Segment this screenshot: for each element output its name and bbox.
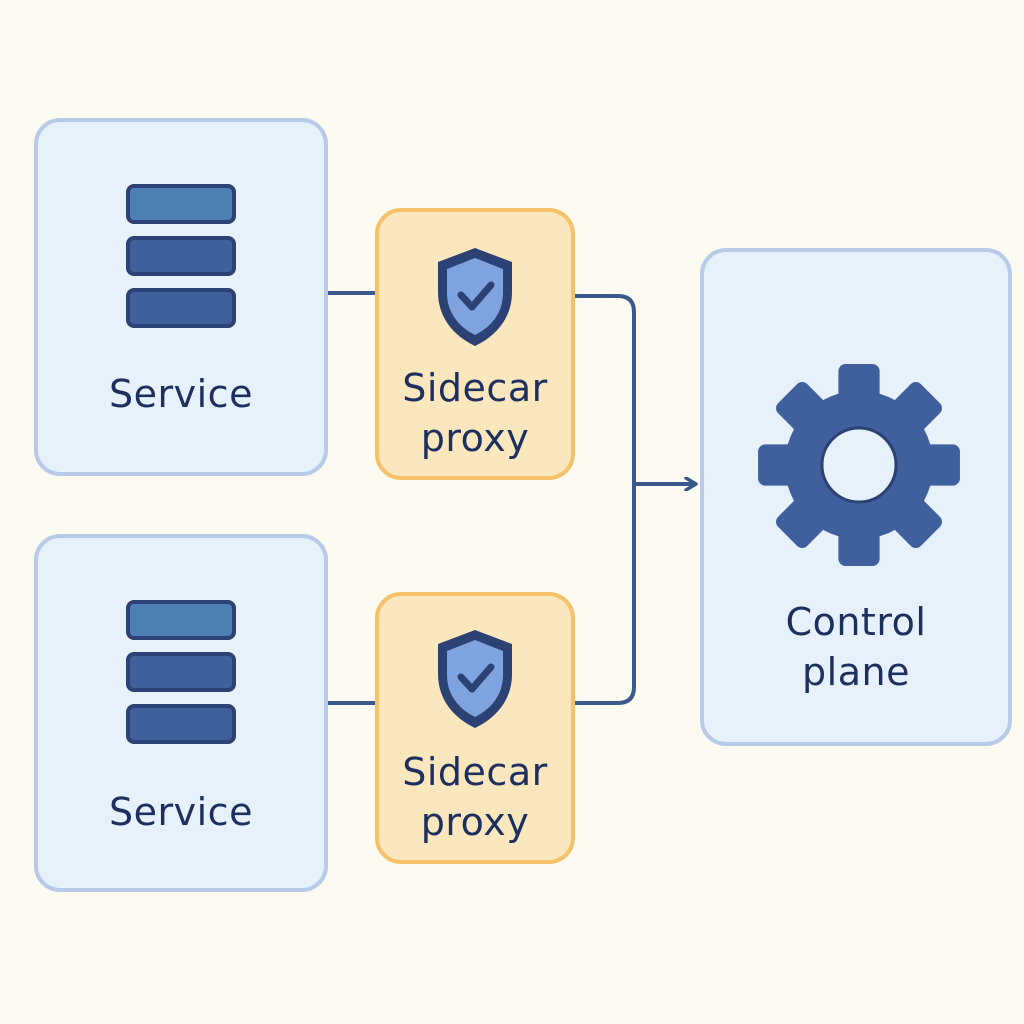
control-plane-label-line1: Control	[785, 600, 927, 644]
control-plane-label-line2: plane	[802, 650, 910, 694]
server-slab	[126, 704, 236, 744]
server-slab	[126, 288, 236, 328]
service-label: Service	[109, 372, 253, 416]
sidecar-proxy-label-line2: proxy	[420, 416, 530, 460]
sidecar-proxy-label-line1: Sidecar	[402, 750, 548, 794]
server-slab	[126, 600, 236, 640]
server-slab	[126, 652, 236, 692]
sidecar-proxy-label-line2: proxy	[420, 800, 530, 844]
server-slab	[126, 184, 236, 224]
service-node-1: Service	[34, 118, 328, 476]
service-label: Service	[109, 790, 253, 834]
gear-icon	[758, 364, 960, 566]
sidecar-proxy-node-2: Sidecar proxy	[375, 592, 575, 864]
sidecar-proxy-label-line1: Sidecar	[402, 366, 548, 410]
shield-check-icon	[438, 630, 512, 728]
connector-proxy2-bus	[570, 482, 636, 705]
connector-proxy1-bus	[570, 294, 636, 486]
server-stack-icon	[126, 184, 236, 330]
server-stack-icon	[126, 600, 236, 746]
shield-check-icon	[438, 248, 512, 346]
control-plane-node: Control plane	[700, 248, 1012, 746]
sidecar-proxy-node-1: Sidecar proxy	[375, 208, 575, 480]
server-slab	[126, 236, 236, 276]
service-node-2: Service	[34, 534, 328, 892]
